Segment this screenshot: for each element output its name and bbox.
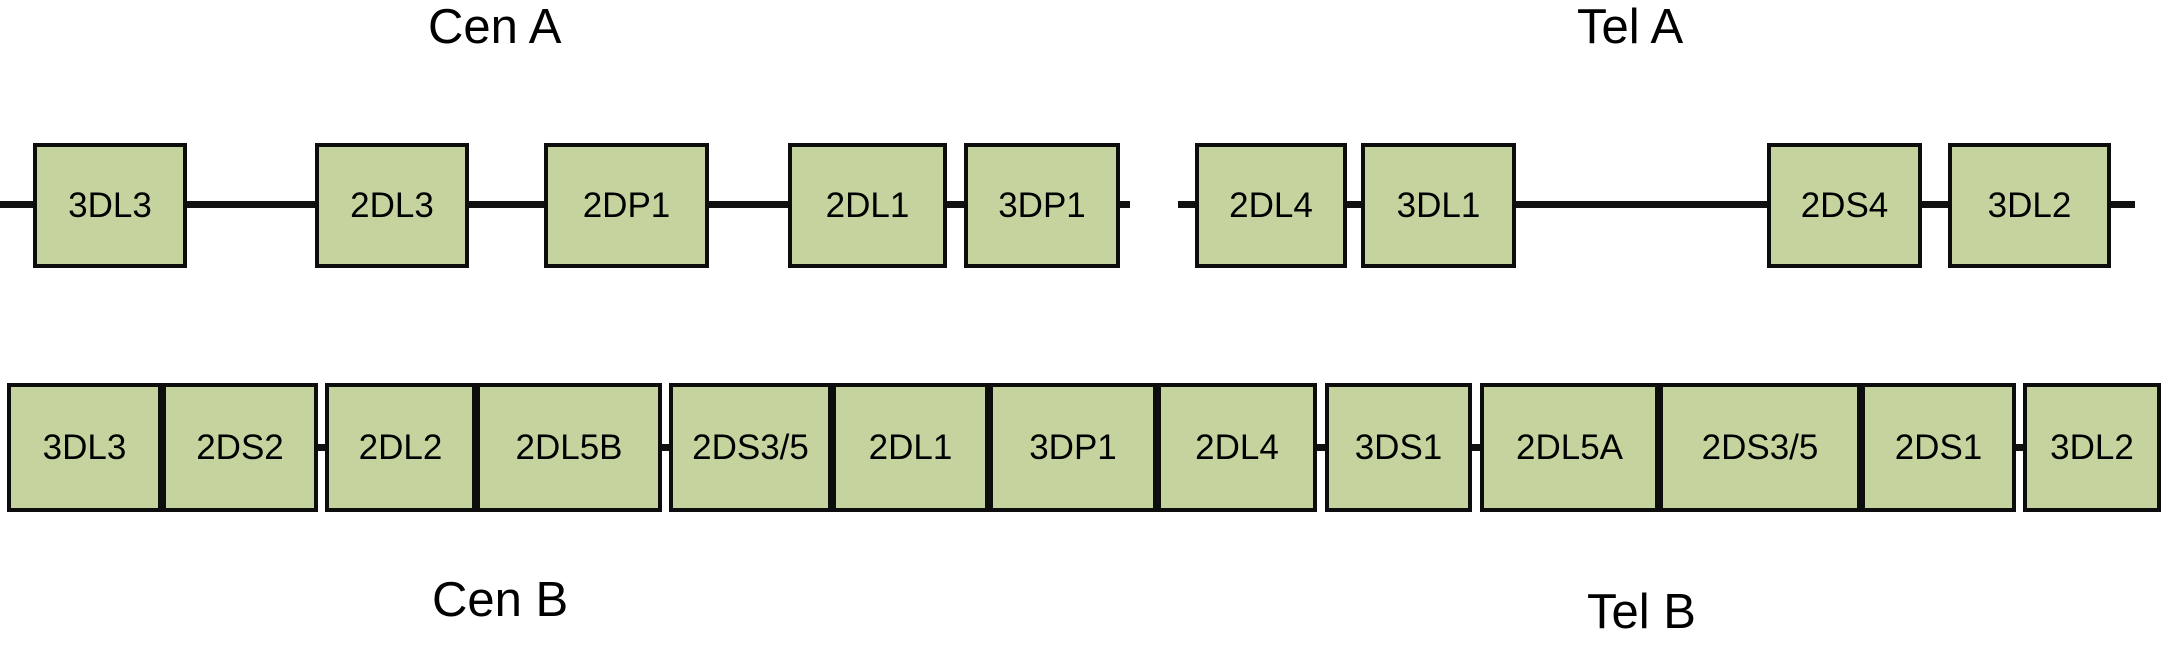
- gene-box-2ds3-5: 2DS3/5: [669, 383, 832, 512]
- gene-box-3dp1: 3DP1: [989, 383, 1157, 512]
- gene-box-3ds1: 3DS1: [1325, 383, 1472, 512]
- gene-box-3dp1: 3DP1: [964, 143, 1120, 268]
- gene-box-3dl3: 3DL3: [7, 383, 162, 512]
- gene-box-3dl2: 3DL2: [2023, 383, 2161, 512]
- label-cen-b: Cen B: [432, 573, 569, 627]
- haplotype-a-line-tel: [1178, 201, 2135, 208]
- gene-box-2dl4: 2DL4: [1195, 143, 1347, 268]
- gene-box-2dl5b: 2DL5B: [476, 383, 662, 512]
- gene-box-3dl2: 3DL2: [1948, 143, 2111, 268]
- gene-box-2dl5a: 2DL5A: [1480, 383, 1659, 512]
- gene-box-3dl3: 3DL3: [33, 143, 187, 268]
- gene-box-2dl2: 2DL2: [325, 383, 476, 512]
- label-tel-b: Tel B: [1587, 585, 1696, 639]
- gene-box-2dl1: 2DL1: [832, 383, 989, 512]
- gene-box-2ds4: 2DS4: [1767, 143, 1922, 268]
- gene-box-2dp1: 2DP1: [544, 143, 709, 268]
- label-tel-a: Tel A: [1577, 0, 1684, 54]
- gene-box-2dl1: 2DL1: [788, 143, 947, 268]
- label-cen-a: Cen A: [428, 0, 562, 54]
- gene-box-3dl1: 3DL1: [1361, 143, 1516, 268]
- gene-box-2ds3-5: 2DS3/5: [1659, 383, 1861, 512]
- gene-box-2dl4: 2DL4: [1157, 383, 1317, 512]
- gene-box-2dl3: 2DL3: [315, 143, 469, 268]
- gene-box-2ds2: 2DS2: [162, 383, 318, 512]
- gene-box-2ds1: 2DS1: [1861, 383, 2016, 512]
